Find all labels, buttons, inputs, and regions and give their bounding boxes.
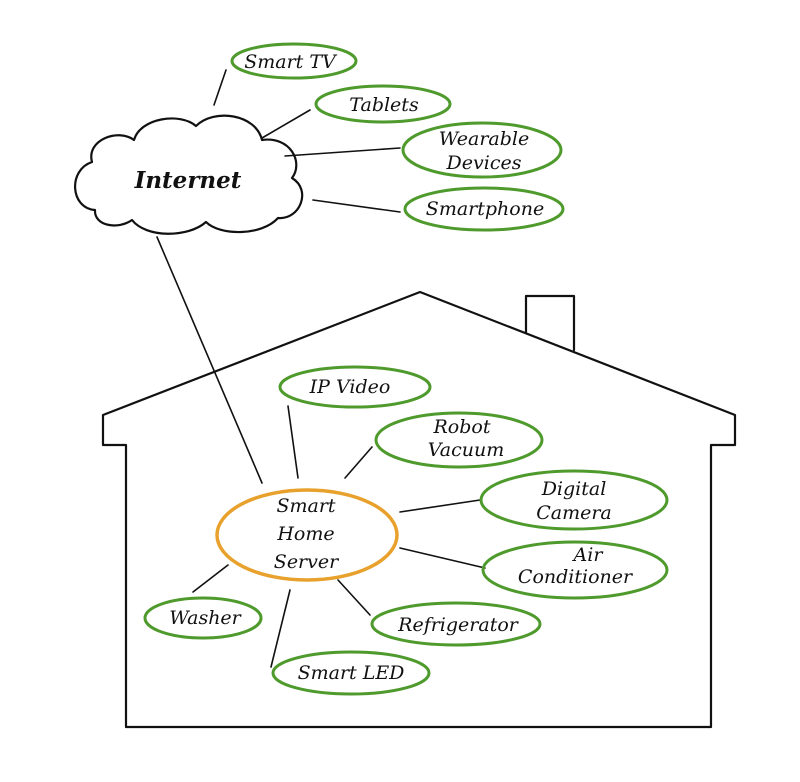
connector-refrigerator (337, 579, 371, 616)
connector-air-conditioner (399, 547, 486, 569)
device-robot-vacuum: Robot Vacuum (374, 411, 544, 469)
device-smartphone: Smartphone (403, 186, 565, 232)
device-smart-tv: Smart TV (230, 42, 358, 80)
device-label: IP Video (309, 376, 391, 398)
device-label-line-2: Conditioner (518, 566, 634, 588)
device-label-line-2: Camera (536, 502, 612, 524)
device-ellipse (479, 469, 669, 531)
device-refrigerator: Refrigerator (370, 601, 542, 647)
smart-home-server: Smart Home Server (215, 488, 399, 582)
connector-tablets (261, 109, 311, 139)
device-ellipse (403, 186, 565, 232)
device-label: Smartphone (426, 198, 544, 220)
device-smart-led: Smart LED (271, 650, 431, 696)
connector-washer (192, 564, 229, 593)
server-label-line-3: Server (274, 551, 340, 573)
internet-devices: Smart TV Tablets Wearable Devices Smartp… (230, 42, 565, 232)
device-label-line-2: Devices (446, 152, 522, 174)
connector-smart-led (270, 589, 291, 668)
connector-smartphone (312, 199, 401, 213)
device-air-conditioner: Air Conditioner (481, 540, 669, 600)
device-washer: Washer (143, 596, 263, 640)
device-ellipse (314, 84, 452, 124)
device-label-line-1: Air (572, 544, 605, 566)
internet-label: Internet (134, 167, 242, 194)
server-label-line-1: Smart (276, 495, 335, 517)
device-digital-camera: Digital Camera (479, 469, 669, 531)
server-label-line-2: Home (276, 523, 334, 545)
device-ellipse (401, 121, 563, 179)
device-label: Smart LED (298, 662, 405, 684)
cloud-to-server-connector (156, 236, 263, 484)
device-label: Washer (169, 607, 242, 629)
connector-ip-video (287, 405, 299, 479)
internet-connectors (213, 69, 401, 213)
home-connectors (192, 405, 486, 668)
device-ip-video: IP Video (278, 365, 432, 409)
connector-robot-vacuum (344, 446, 373, 479)
connector-wearable-devices (284, 147, 401, 157)
server-ellipse (215, 488, 399, 582)
connector-digital-camera (399, 499, 481, 513)
house-chimney (524, 294, 576, 352)
device-ellipse (271, 650, 431, 696)
device-ellipse (143, 596, 263, 640)
device-label-line-2: Vacuum (428, 439, 504, 461)
device-ellipse (230, 42, 358, 80)
device-ellipse (370, 601, 542, 647)
device-label-line-1: Digital (541, 478, 607, 500)
device-ellipse (481, 540, 669, 600)
device-wearable-devices: Wearable Devices (401, 121, 563, 179)
device-tablets: Tablets (314, 84, 452, 124)
device-ellipse (374, 411, 544, 469)
house-outline (101, 290, 737, 729)
device-ellipse (278, 365, 432, 409)
device-label-line-1: Wearable (439, 128, 529, 150)
connector-smart-tv (213, 69, 227, 106)
device-label: Smart TV (244, 51, 338, 73)
device-label: Tablets (349, 94, 419, 116)
device-label: Refrigerator (397, 614, 520, 636)
device-label-line-1: Robot (433, 416, 491, 438)
internet-cloud (74, 114, 304, 235)
home-devices: IP Video Robot Vacuum Digital Camera Air… (143, 365, 669, 696)
